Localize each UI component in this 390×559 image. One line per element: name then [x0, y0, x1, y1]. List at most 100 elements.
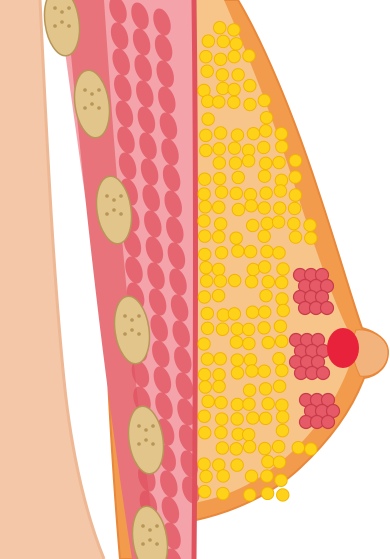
- fat-globule: [305, 232, 317, 244]
- fat-globule: [214, 53, 226, 65]
- fat-globule: [216, 442, 228, 454]
- rib-spot: [137, 314, 141, 318]
- fat-globule: [201, 307, 213, 319]
- fat-globule: [200, 275, 212, 287]
- fat-globule: [217, 470, 229, 482]
- rib-spot: [151, 442, 155, 446]
- rib-spot: [130, 328, 134, 332]
- fat-globule: [212, 263, 224, 275]
- fat-globule: [272, 440, 284, 452]
- fat-globule: [243, 323, 255, 335]
- rib-spot: [155, 542, 159, 546]
- fat-globule: [198, 458, 210, 470]
- lobule: [321, 302, 334, 315]
- fat-globule: [289, 231, 301, 243]
- fat-globule: [245, 200, 257, 212]
- fat-globule: [213, 143, 225, 155]
- fat-globule: [261, 470, 273, 482]
- rib-spot: [60, 10, 64, 14]
- fat-globule: [214, 22, 226, 34]
- fat-globule: [198, 291, 210, 303]
- fat-globule: [272, 216, 284, 228]
- rib-spot: [83, 106, 87, 110]
- fat-globule: [216, 69, 228, 81]
- fat-globule: [258, 261, 270, 273]
- fat-globule: [232, 203, 244, 215]
- fat-globule: [230, 187, 242, 199]
- fat-globule: [202, 395, 214, 407]
- fat-globule: [243, 50, 255, 62]
- fat-globule: [228, 308, 240, 320]
- fat-globule: [258, 170, 270, 182]
- fat-globule: [288, 217, 300, 229]
- fat-globule: [201, 65, 213, 77]
- rib-spot: [141, 542, 145, 546]
- rib-spot: [144, 438, 148, 442]
- rib-spot: [155, 524, 159, 528]
- fat-globule: [201, 353, 213, 365]
- fat-globule: [230, 232, 242, 244]
- rib-spot: [148, 538, 152, 542]
- rib-spot: [60, 20, 64, 24]
- fat-globule: [214, 127, 226, 139]
- fat-globule: [277, 304, 289, 316]
- rib-spot: [123, 332, 127, 336]
- fat-globule: [258, 202, 270, 214]
- fat-globule: [247, 219, 259, 231]
- fat-globule: [212, 289, 224, 301]
- fat-globule: [304, 219, 316, 231]
- fat-globule: [232, 69, 244, 81]
- fat-globule: [273, 380, 285, 392]
- fat-globule: [215, 186, 227, 198]
- fat-globule: [213, 157, 225, 169]
- fat-globule: [199, 230, 211, 242]
- fat-globule: [289, 171, 301, 183]
- fat-globule: [274, 202, 286, 214]
- fat-globule: [228, 96, 240, 108]
- lobule: [322, 416, 335, 429]
- fat-globule: [213, 380, 225, 392]
- fat-globule: [276, 424, 288, 436]
- rib-spot: [67, 24, 71, 28]
- fat-globule: [305, 443, 317, 455]
- rib-spot: [83, 88, 87, 92]
- fat-globule: [275, 128, 287, 140]
- fat-globule: [232, 245, 244, 257]
- fat-globule: [245, 276, 257, 288]
- fat-globule: [244, 354, 256, 366]
- fat-globule: [231, 398, 243, 410]
- rib-spot: [53, 24, 57, 28]
- fat-globule: [232, 171, 244, 183]
- fat-globule: [230, 443, 242, 455]
- rib-spot: [67, 6, 71, 10]
- fat-globule: [216, 413, 228, 425]
- fat-globule: [198, 173, 210, 185]
- rib-spot: [53, 6, 57, 10]
- fat-globule: [228, 50, 240, 62]
- fat-globule: [276, 293, 288, 305]
- fat-globule: [289, 154, 301, 166]
- fat-globule: [260, 125, 272, 137]
- rib-spot: [90, 102, 94, 106]
- fat-globule: [231, 367, 243, 379]
- fat-globule: [217, 309, 229, 321]
- fat-globule: [213, 172, 225, 184]
- fat-globule: [244, 188, 256, 200]
- fat-globule: [262, 276, 274, 288]
- fat-globule: [246, 365, 258, 377]
- fat-globule: [258, 230, 270, 242]
- fat-globule: [228, 274, 240, 286]
- fat-globule: [200, 50, 212, 62]
- rib-spot: [119, 212, 123, 216]
- rib-spot: [130, 318, 134, 322]
- fat-globule: [198, 485, 210, 497]
- rib-spot: [137, 442, 141, 446]
- fat-globule: [202, 113, 214, 125]
- rib-spot: [112, 198, 116, 202]
- fat-globule: [243, 398, 255, 410]
- rib-spot: [90, 92, 94, 96]
- fat-globule: [244, 489, 256, 501]
- fat-globule: [262, 455, 274, 467]
- rib-spot: [97, 106, 101, 110]
